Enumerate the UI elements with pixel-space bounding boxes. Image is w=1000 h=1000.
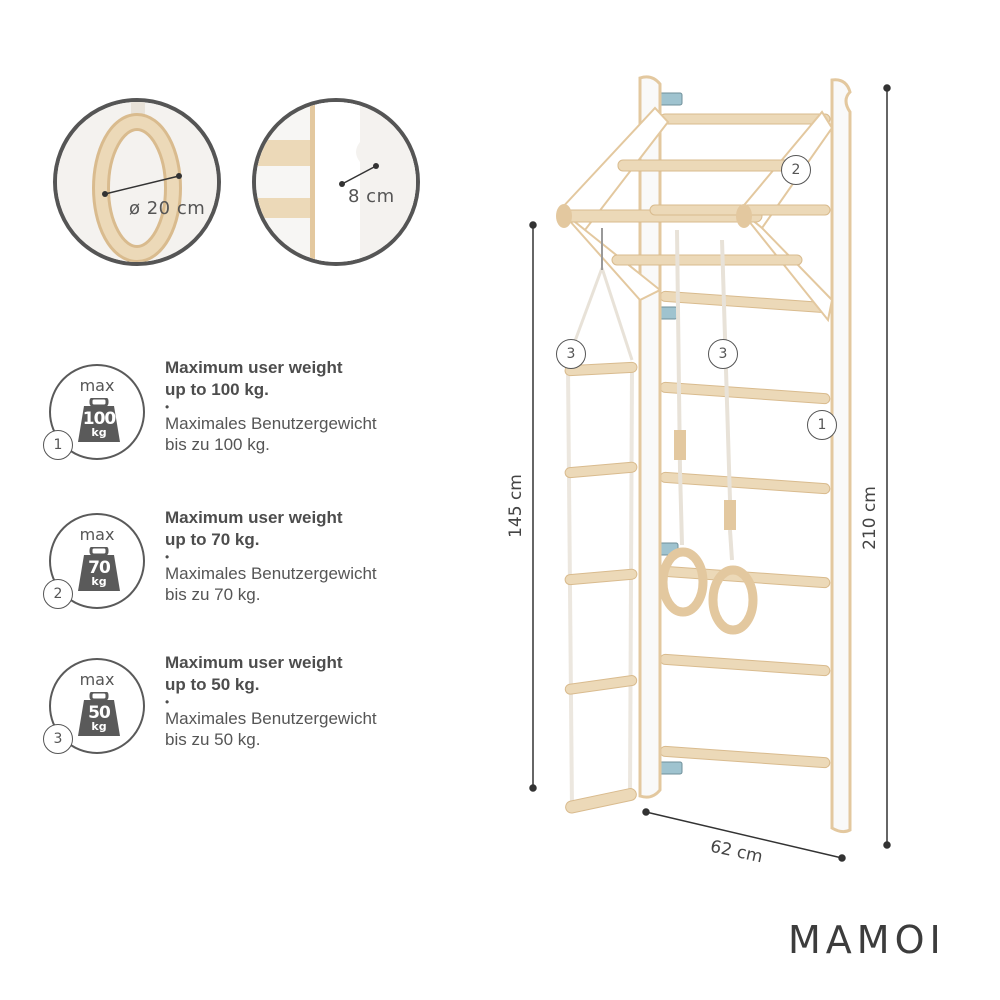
spec-text-3: Maximum user weight up to 50 kg. • Maxim… — [165, 652, 465, 750]
spec-de-line1: Maximales Benutzergewicht — [165, 709, 377, 728]
spec-text-1: Maximum user weight up to 100 kg. • Maxi… — [165, 357, 465, 455]
spec-separator: • — [165, 550, 170, 564]
spec-en-line1: Maximum user weight — [165, 653, 343, 672]
weight-badge-1: max 100 kg — [49, 364, 145, 460]
spec-text-2: Maximum user weight up to 70 kg. • Maxim… — [165, 507, 465, 605]
spec-en-line1: Maximum user weight — [165, 508, 343, 527]
weight-value: 100 — [82, 409, 117, 429]
weight-icon: 100 kg — [78, 398, 120, 442]
spec-de-line2: bis zu 70 kg. — [165, 585, 261, 604]
spec-de-line1: Maximales Benutzergewicht — [165, 414, 377, 433]
spec-de-line1: Maximales Benutzergewicht — [165, 564, 377, 583]
weight-unit: kg — [91, 720, 107, 733]
weight-unit: kg — [91, 426, 107, 439]
max-label: max — [79, 670, 115, 689]
gym-rings — [658, 229, 758, 635]
weight-unit: kg — [91, 575, 107, 588]
gym-ring-illustration — [57, 102, 217, 262]
callout-wall-bars: 1 — [807, 410, 837, 440]
rung-illustration — [256, 102, 416, 262]
callout-pullup-bar: 2 — [781, 155, 811, 185]
callout-rope-ladder: 3 — [556, 339, 586, 369]
callout-gym-rings: 3 — [708, 339, 738, 369]
right-post — [830, 78, 852, 834]
pull-up-bar — [556, 106, 834, 323]
rung-detail-circle: 8 cm — [252, 98, 420, 266]
spec-separator: • — [165, 400, 170, 414]
left-post — [638, 75, 662, 799]
height-ladder-label: 145 cm — [506, 474, 526, 538]
weight-value: 50 — [88, 703, 111, 723]
ladder-rungs — [659, 113, 831, 769]
weight-icon: 70 kg — [78, 547, 120, 591]
spec-de-line2: bis zu 100 kg. — [165, 435, 270, 454]
spec-en-line2: up to 70 kg. — [165, 530, 260, 549]
spec-separator: • — [165, 695, 170, 709]
weight-value: 70 — [88, 558, 111, 578]
weight-icon: 50 kg — [78, 692, 120, 736]
max-label: max — [79, 376, 115, 395]
brand-logo: MAMOI — [788, 918, 946, 962]
dimension-lines — [529, 84, 891, 862]
spec-number-2: 2 — [43, 579, 73, 609]
rung-diameter-label: 8 cm — [348, 186, 395, 207]
spec-en-line1: Maximum user weight — [165, 358, 343, 377]
spec-number-1: 1 — [43, 430, 73, 460]
ring-diameter-label: ø 20 cm — [129, 198, 206, 219]
spec-number-3: 3 — [43, 724, 73, 754]
rope-ladder — [564, 228, 638, 814]
spec-en-line2: up to 100 kg. — [165, 380, 269, 399]
height-total-label: 210 cm — [860, 486, 880, 550]
spec-en-line2: up to 50 kg. — [165, 675, 260, 694]
ring-detail-circle: ø 20 cm — [53, 98, 221, 266]
max-label: max — [79, 525, 115, 544]
spec-de-line2: bis zu 50 kg. — [165, 730, 261, 749]
